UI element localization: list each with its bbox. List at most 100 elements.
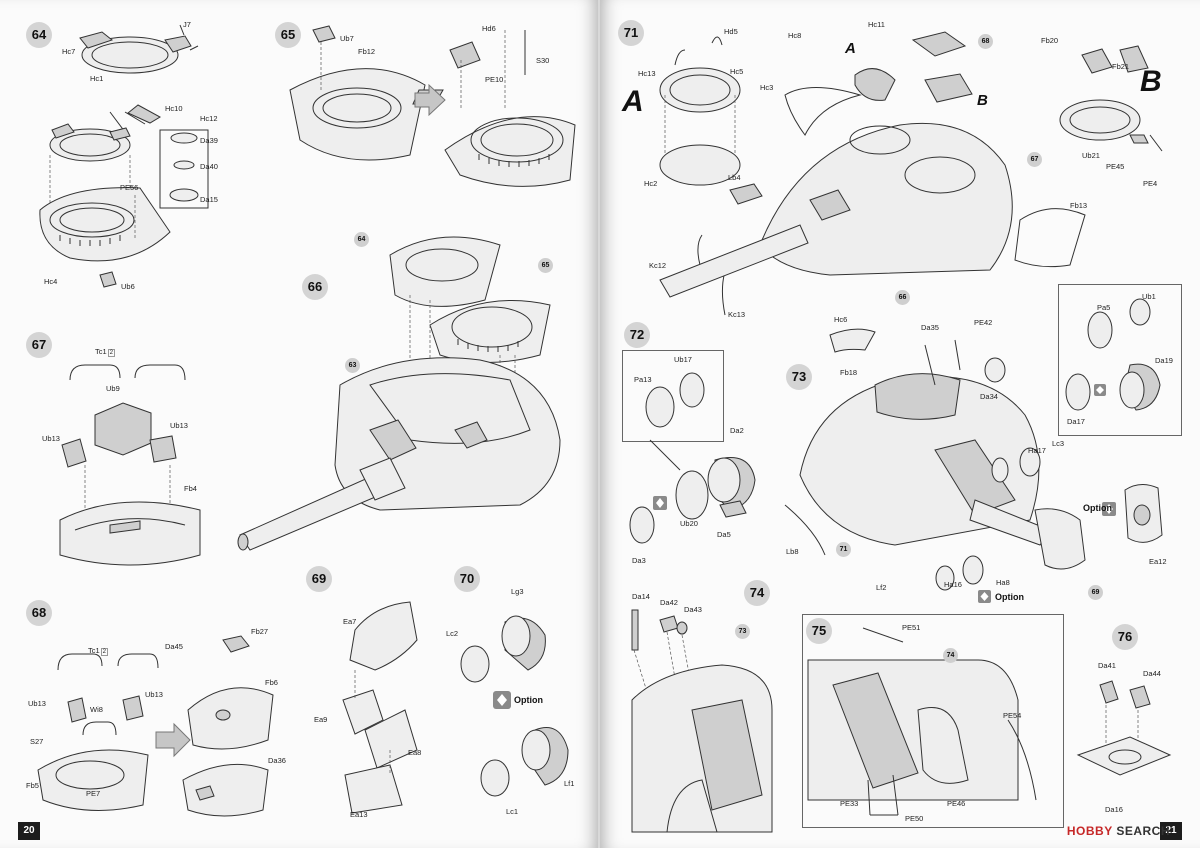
- part-label: S30: [536, 56, 550, 65]
- detail-frame: [622, 350, 724, 442]
- step-ref-74: 74: [943, 648, 958, 663]
- part-label: Da2: [730, 426, 744, 435]
- option-label: Option: [995, 592, 1024, 602]
- part-label: Hc12: [200, 114, 218, 123]
- part-label: Hc3: [760, 83, 774, 92]
- step-71-drawing: [630, 25, 1190, 325]
- part-label: Hc13: [638, 69, 656, 78]
- option-icon: [1102, 502, 1116, 516]
- step-64-drawing: [30, 20, 230, 295]
- part-label: Hc6: [834, 315, 848, 324]
- part-label: PE50: [905, 814, 924, 823]
- step-badge-75: 75: [806, 618, 832, 644]
- part-label: Ub21: [1082, 151, 1100, 160]
- variant-marker-b: B: [977, 92, 988, 109]
- option-icon: [493, 691, 511, 709]
- step-75-frame: [802, 614, 1064, 828]
- part-label: Pa13: [634, 375, 652, 384]
- part-label: Lb8: [786, 547, 799, 556]
- part-label: Ub1: [1142, 292, 1156, 301]
- step-ref-65: 65: [538, 258, 553, 273]
- part-label: Ea12: [1149, 557, 1167, 566]
- part-label: Fb6: [265, 678, 278, 687]
- step-badge-64: 64: [26, 22, 52, 48]
- part-label: Hc1: [90, 74, 104, 83]
- option-label: Option: [514, 695, 543, 705]
- part-label: Fb27: [251, 627, 269, 636]
- step-badge-71: 71: [618, 20, 644, 46]
- part-label: Ea9: [314, 715, 328, 724]
- part-label: Lb4: [728, 173, 741, 182]
- part-label: Da5: [717, 530, 731, 539]
- watermark-logo: HOBBY SEARCH: [1066, 824, 1170, 838]
- part-label: Da45: [165, 642, 183, 651]
- part-label: Fb4: [184, 484, 197, 493]
- page-number-left: 20: [18, 822, 40, 840]
- variant-marker-a: A: [845, 40, 856, 57]
- step-73-drawing: [785, 320, 1105, 600]
- part-label: Fb20: [1041, 36, 1059, 45]
- step-badge-69: 69: [306, 566, 332, 592]
- part-ea12-drawing: [1120, 480, 1165, 550]
- part-label: Ub20: [680, 519, 698, 528]
- step-65-drawing: [285, 30, 585, 200]
- step-badge-73: 73: [786, 364, 812, 390]
- part-label: Da44: [1143, 669, 1161, 678]
- part-label: Hc7: [62, 47, 76, 56]
- option-icon: [978, 590, 991, 603]
- part-label: Lc1: [506, 807, 519, 816]
- part-label: PE33: [840, 799, 859, 808]
- page-number-right: 21: [1160, 822, 1182, 840]
- part-label: PE46: [947, 799, 966, 808]
- part-label: Fb13: [1070, 201, 1088, 210]
- part-label: Wi8: [90, 705, 103, 714]
- part-label: Ub13: [28, 699, 46, 708]
- part-label: S27: [30, 737, 44, 746]
- part-label: Lf2: [876, 583, 887, 592]
- variant-label-a: A: [622, 85, 644, 118]
- step-66-drawing: [230, 215, 580, 545]
- part-label: Da35: [921, 323, 939, 332]
- part-label: Kc13: [728, 310, 746, 319]
- part-label: Da19: [1155, 356, 1173, 365]
- part-label: J7: [183, 20, 191, 29]
- part-label: Da43: [684, 605, 702, 614]
- part-label: PE42: [974, 318, 993, 327]
- part-label: Hc5: [730, 67, 744, 76]
- step-76-drawing: [1070, 675, 1180, 795]
- part-label: Pa5: [1097, 303, 1111, 312]
- part-label: Lf1: [564, 779, 575, 788]
- option-icon: [653, 496, 667, 510]
- variant-label-b: B: [1140, 65, 1162, 98]
- part-label: Ub13: [42, 434, 60, 443]
- part-label: Ub13: [145, 690, 163, 699]
- step-70-drawing: [450, 600, 570, 810]
- part-label: Da42: [660, 598, 678, 607]
- part-label: PE51: [902, 623, 921, 632]
- step-72-drawing: [620, 355, 770, 565]
- part-label: Ea13: [350, 810, 368, 819]
- part-label: Hc10: [165, 104, 183, 113]
- part-label: Hc2: [644, 179, 658, 188]
- part-label: Fb18: [840, 368, 858, 377]
- part-label: Lg3: [511, 587, 524, 596]
- part-label: Da15: [200, 195, 218, 204]
- part-label: Fb21: [1112, 62, 1130, 71]
- part-label: PE54: [1003, 711, 1022, 720]
- part-label: Ea7: [343, 617, 357, 626]
- part-label: Da36: [268, 756, 286, 765]
- step-ref-73: 73: [735, 624, 750, 639]
- step-ref-63: 63: [345, 358, 360, 373]
- left-page: 64 J7 Hc7 Hc1 Hc10 Hc12 Da39 Da40 PE56 D…: [0, 0, 598, 848]
- step-75-drawing: [808, 620, 1058, 820]
- part-label: PE10: [485, 75, 504, 84]
- part-label: Hc4: [44, 277, 58, 286]
- option-label: Option: [1083, 503, 1112, 513]
- part-label: Ha17: [1028, 446, 1046, 455]
- step-ref-69: 69: [1088, 585, 1103, 600]
- part-label: Fb5: [26, 781, 39, 790]
- part-label: PE4: [1143, 179, 1158, 188]
